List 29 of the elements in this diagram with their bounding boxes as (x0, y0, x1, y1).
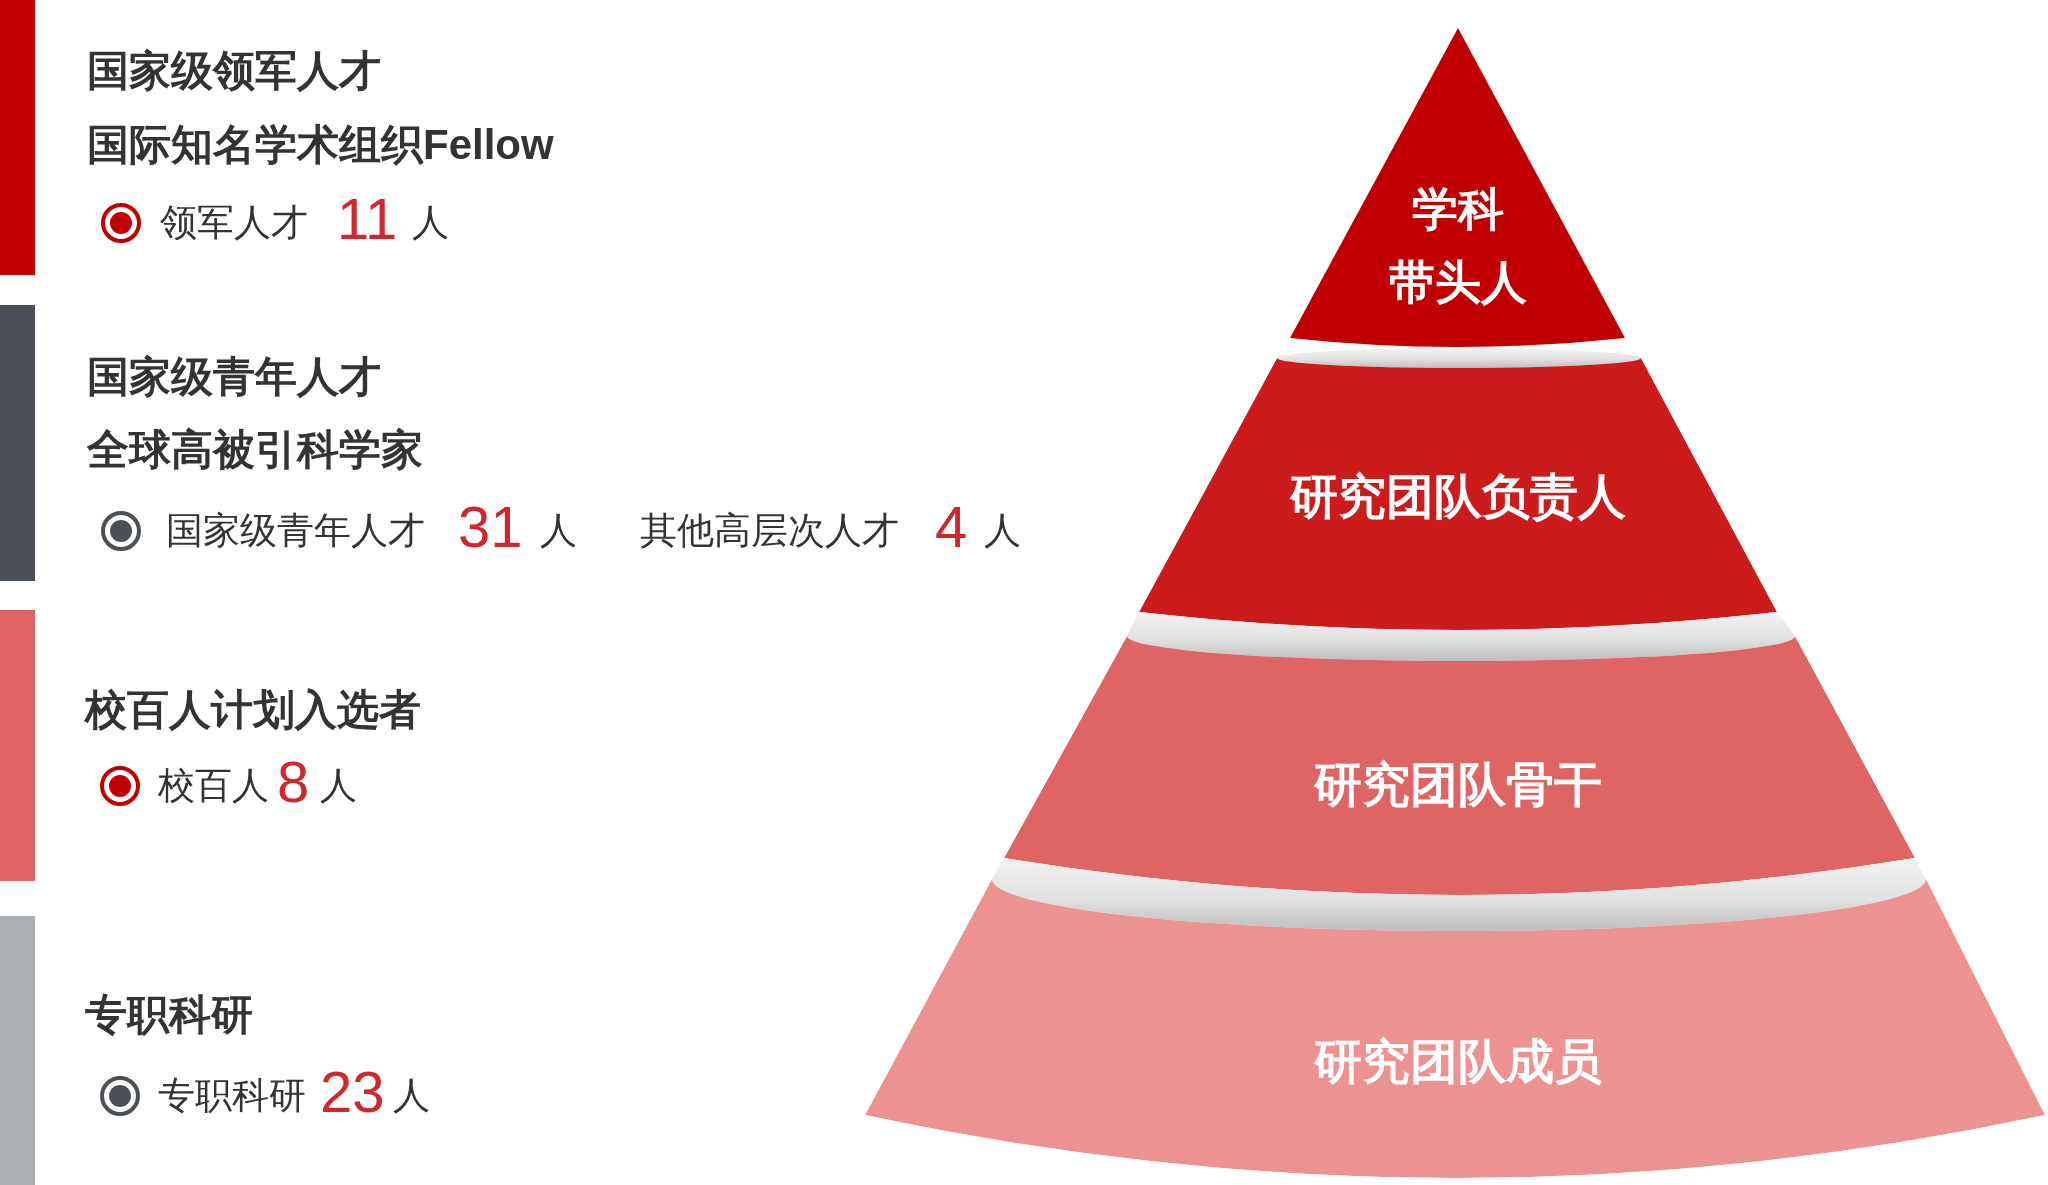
category-heading: 国家级青年人才 (87, 352, 381, 402)
pyramid-tier (865, 858, 2045, 1178)
unit-text: 人 (320, 764, 357, 808)
talent-type-text: 国家级青年人才 (166, 509, 425, 553)
category-heading: 校百人计划入选者 (85, 685, 421, 735)
talent-type-text: 校百人 (158, 764, 269, 808)
talent-type-text: 专职科研 (158, 1074, 306, 1118)
unit-text: 人 (412, 201, 449, 245)
unit-text: 人 (984, 509, 1021, 553)
talent-type-text: 其他高层次人才 (640, 509, 899, 553)
pyramid-tier (1004, 612, 1915, 895)
category-heading: 国际知名学术组织Fellow (87, 120, 554, 170)
tier-label: 研究团队骨干 (1314, 757, 1602, 814)
tier-label: 学科带头人 (1389, 182, 1527, 310)
count-number: 4 (935, 493, 968, 561)
unit-text: 人 (540, 509, 577, 553)
pyramid-tier (1290, 28, 1625, 347)
talent-type-text: 领军人才 (160, 201, 308, 245)
unit-text: 人 (393, 1074, 430, 1118)
category-heading: 全球高被引科学家 (87, 425, 423, 475)
pyramid-tier (1139, 348, 1777, 630)
tier-label: 研究团队负责人 (1290, 469, 1626, 526)
count-number: 8 (277, 748, 310, 816)
category-heading: 专职科研 (85, 990, 253, 1040)
category-heading: 国家级领军人才 (87, 46, 381, 96)
count-number: 11 (337, 185, 398, 253)
count-number: 31 (458, 493, 523, 561)
count-number: 23 (320, 1058, 385, 1126)
tier-label: 研究团队成员 (1314, 1034, 1602, 1091)
